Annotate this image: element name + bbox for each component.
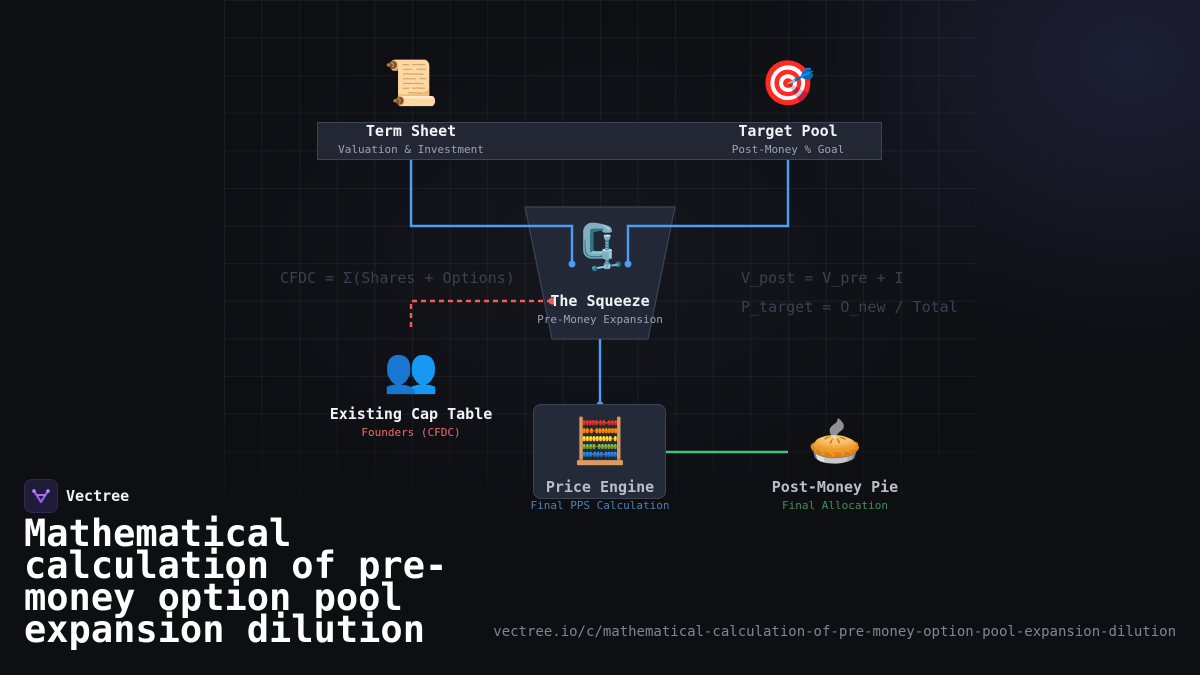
vectree-logo-mark — [32, 489, 50, 504]
abacus-icon: 🧮 — [572, 416, 628, 467]
target-icon: 🎯 — [760, 58, 816, 109]
squeeze-right-port — [624, 260, 632, 268]
price-engine-node: 🧮 Price Engine Final PPS Calculation — [520, 416, 680, 513]
cfdc-formula: CFDC = Σ(Shares + Options) — [280, 269, 515, 287]
term-sheet-title: Term Sheet — [365, 122, 457, 140]
squeeze-subtitle: Pre-Money Expansion — [537, 313, 663, 326]
squeeze-left-port — [568, 260, 576, 268]
target-pool-node: 🎯 Target Pool Post-Money % Goal — [708, 58, 868, 157]
people-icon: 👥 — [383, 345, 439, 396]
target-pool-subtitle: Post-Money % Goal — [731, 143, 845, 156]
price-engine-box — [533, 404, 666, 499]
page-headline: Mathematical calculation of pre-money op… — [24, 512, 448, 651]
cap-table-title: Existing Cap Table — [329, 405, 493, 423]
cap-table-subtitle: Founders (CFDC) — [361, 426, 461, 439]
cap-table-node: 👥 Existing Cap Table Founders (CFDC) — [311, 345, 511, 440]
v-post-formula: V_post = V_pre + I — [741, 269, 904, 287]
price-engine-subtitle: Final PPS Calculation — [530, 499, 670, 512]
scroll-icon: 📜 — [383, 58, 439, 109]
squeeze-title: The Squeeze — [550, 292, 650, 310]
brand[interactable]: Vectree — [24, 479, 129, 513]
clamp-icon: 🗜️ — [572, 222, 628, 273]
price-engine-title: Price Engine — [545, 478, 655, 496]
squeeze-node: 🗜️ The Squeeze Pre-Money Expansion — [520, 222, 680, 327]
squeeze-funnel-shape — [524, 206, 676, 340]
post-money-pie-title: Post-Money Pie — [771, 478, 899, 496]
dilution-dashed-wire — [409, 299, 552, 331]
pie-icon: 🥧 — [807, 416, 863, 467]
p-target-formula: P_target = O_new / Total — [741, 298, 958, 316]
term-sheet-to-squeeze-wire — [409, 160, 574, 264]
page-url[interactable]: vectree.io/c/mathematical-calculation-of… — [493, 624, 1176, 640]
post-money-pie-node: 🥧 Post-Money Pie Final Allocation — [735, 416, 935, 513]
post-money-pie-subtitle: Final Allocation — [782, 499, 888, 512]
dilution-port — [548, 297, 556, 305]
inputs-bar — [317, 122, 882, 160]
target-pool-to-squeeze-wire — [626, 160, 790, 264]
term-sheet-subtitle: Valuation & Investment — [338, 143, 484, 156]
target-pool-title: Target Pool — [738, 122, 838, 140]
vectree-logo-icon — [24, 479, 58, 513]
term-sheet-node: 📜 Term Sheet Valuation & Investment — [331, 58, 491, 157]
brand-name: Vectree — [66, 487, 130, 505]
